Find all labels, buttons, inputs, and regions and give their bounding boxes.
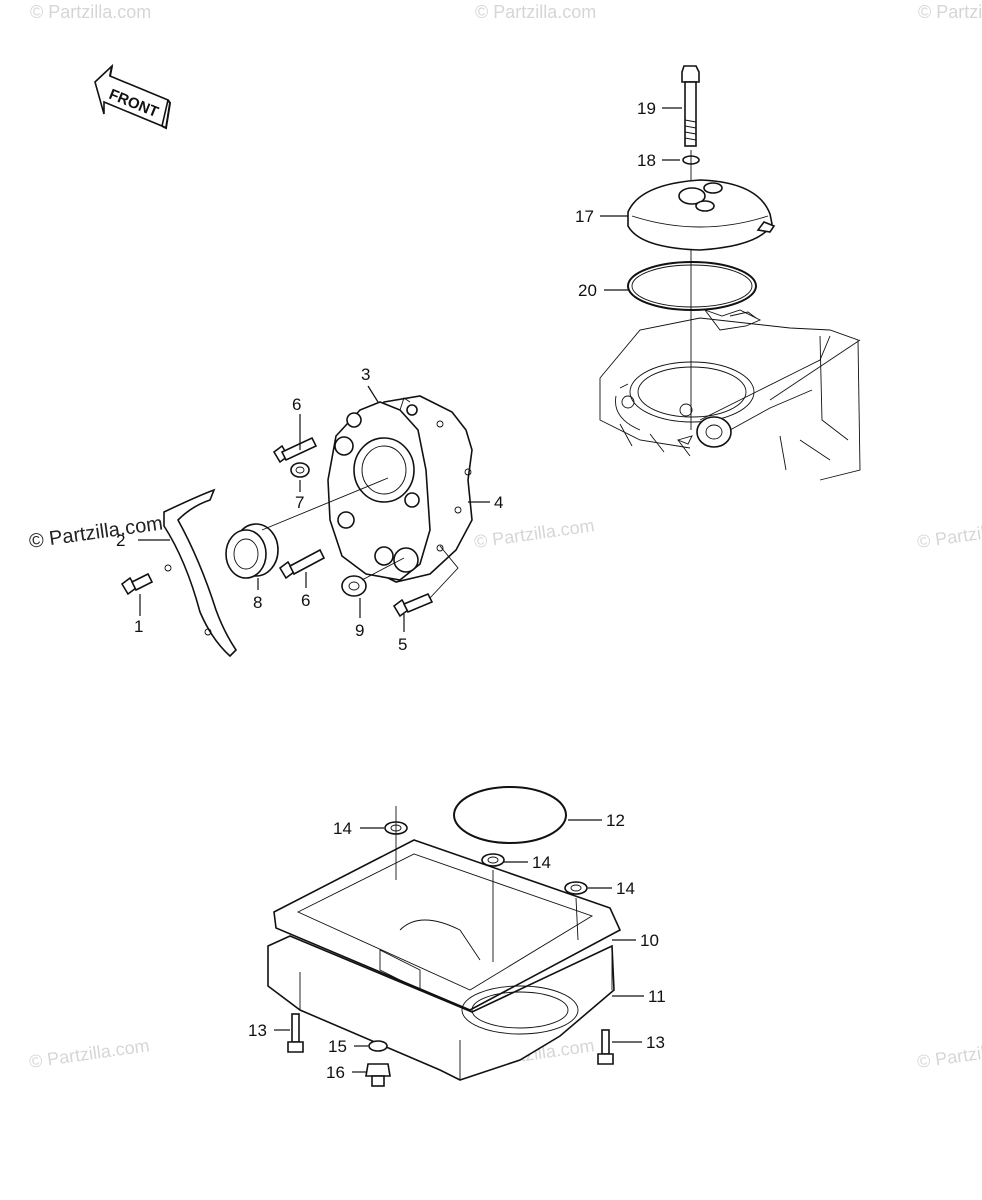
bolt-13-right-icon <box>597 1029 614 1065</box>
watermark-top-center: © Partzilla.com <box>475 2 596 22</box>
oil-pan-11-icon <box>267 919 615 1081</box>
front-arrow-icon: FRONT <box>94 63 172 130</box>
watermark-mid-left: © Partzilla.com <box>28 512 165 553</box>
callout-6-lower: 6 <box>301 591 310 610</box>
o-ring-12-icon <box>453 786 567 844</box>
callout-18: 18 <box>637 151 656 170</box>
callout-1: 1 <box>134 617 143 636</box>
callout-13-right: 13 <box>646 1033 665 1052</box>
washer-7-icon <box>290 462 310 478</box>
watermark-bottom-right: © Partzilla.com <box>916 1035 982 1072</box>
side-cover-assembly <box>120 395 473 658</box>
callout-19: 19 <box>637 99 656 118</box>
oil-pan-assembly <box>267 786 622 1087</box>
watermark-top-left: © Partzilla.com <box>30 2 151 22</box>
callout-7: 7 <box>295 493 304 512</box>
washer-15-icon <box>368 1040 388 1052</box>
callout-13-left: 13 <box>248 1021 267 1040</box>
bolt-13-left-icon <box>287 1013 304 1053</box>
watermark-mid-center: © Partzilla.com <box>473 515 596 552</box>
bolt-5-icon <box>392 592 434 618</box>
drain-plug-16-icon <box>365 1063 391 1087</box>
callout-10: 10 <box>640 931 659 950</box>
oil-pan-gasket-10-icon <box>273 839 622 1011</box>
callout-12: 12 <box>606 811 625 830</box>
washer-14c-icon <box>564 881 588 895</box>
callout-14-left: 14 <box>333 819 352 838</box>
callout-8: 8 <box>253 593 262 612</box>
callout-14-center: 14 <box>532 853 551 872</box>
seal-9-icon <box>341 575 367 597</box>
bolt-6-lower-icon <box>278 548 326 580</box>
callout-6-upper: 6 <box>292 395 301 414</box>
callout-4: 4 <box>494 493 503 512</box>
bolt-6-upper-icon <box>272 436 318 464</box>
breather-cover-17-icon <box>627 179 776 251</box>
washer-14b-icon <box>481 853 505 867</box>
engine-top-section <box>599 309 861 481</box>
bolt-19-icon <box>681 65 700 147</box>
watermark-mid-right: © Partzilla.com <box>916 515 982 552</box>
breather-assembly <box>599 65 861 481</box>
callout-3: 3 <box>361 365 370 384</box>
callout-9: 9 <box>355 621 364 640</box>
chain-guard-2-icon <box>163 488 238 658</box>
bolt-1-icon <box>120 572 154 596</box>
watermark-top-right: © Partzilla.com <box>918 2 982 22</box>
o-ring-20-icon <box>627 261 757 311</box>
leader-lines <box>138 107 682 1073</box>
callout-15: 15 <box>328 1037 347 1056</box>
watermark-bottom-left: © Partzilla.com <box>28 1035 151 1072</box>
callout-17: 17 <box>575 207 594 226</box>
callout-14-right: 14 <box>616 879 635 898</box>
callout-11: 11 <box>648 987 666 1006</box>
callout-2: 2 <box>116 531 125 550</box>
callout-5: 5 <box>398 635 407 654</box>
callout-16: 16 <box>326 1063 345 1082</box>
callouts: 19 18 17 20 3 6 7 4 2 1 8 6 9 5 12 14 14… <box>116 99 666 1082</box>
oil-seal-8-icon <box>225 523 279 579</box>
callout-20: 20 <box>578 281 597 300</box>
